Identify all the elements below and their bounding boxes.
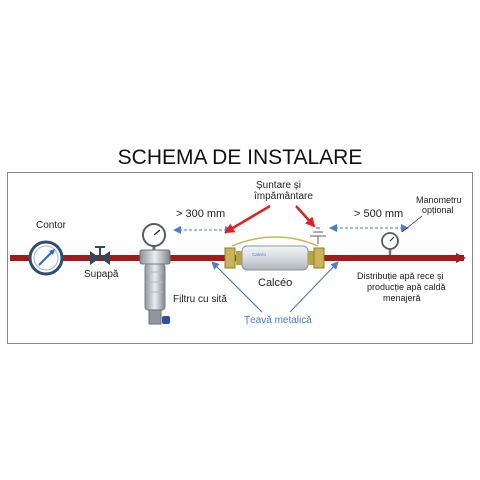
- device-brand-mark: Calcéo: [252, 252, 267, 257]
- distribution-label-line-1: Distribuție apă rece și: [357, 271, 444, 281]
- metal-pipe-arrow-right: [289, 261, 339, 313]
- device-label: Calcéo: [258, 277, 292, 289]
- manometer-icon: [381, 232, 399, 255]
- ground-icon: [310, 227, 326, 244]
- grounding-label-line-2: împământare: [253, 191, 313, 202]
- calceo-device-icon: Calcéo: [224, 236, 325, 271]
- diagram-title: SCHEMA DE INSTALARE: [117, 146, 363, 169]
- distribution-label-line-3: menajeră: [383, 293, 421, 303]
- valve-icon: [90, 246, 110, 265]
- distribution-label-line-2: producție apă caldă: [367, 282, 446, 292]
- valve-label: Supapă: [84, 269, 119, 280]
- meter-icon: [28, 240, 64, 276]
- metal-pipe-arrow-left: [211, 261, 263, 313]
- filter-label: Filtru cu sită: [173, 294, 227, 305]
- grounding-arrow-left: [224, 204, 271, 234]
- grounding-label-line-1: Șuntare și: [256, 180, 301, 191]
- diagram-frame: [7, 172, 473, 344]
- grounding-arrow-right: [295, 205, 316, 228]
- distance-1-label: > 300 mm: [176, 208, 225, 220]
- manometer-label-line-2: opțional: [422, 205, 454, 215]
- distance-2-label: > 500 mm: [354, 208, 403, 220]
- meter-label: Contor: [36, 220, 67, 231]
- filter-gauge-icon: [139, 223, 171, 325]
- manometer-pointer: [401, 215, 423, 233]
- metal-pipe-label: Țeavă metalică: [244, 315, 312, 326]
- manometer-label-line-1: Manometru: [416, 195, 462, 205]
